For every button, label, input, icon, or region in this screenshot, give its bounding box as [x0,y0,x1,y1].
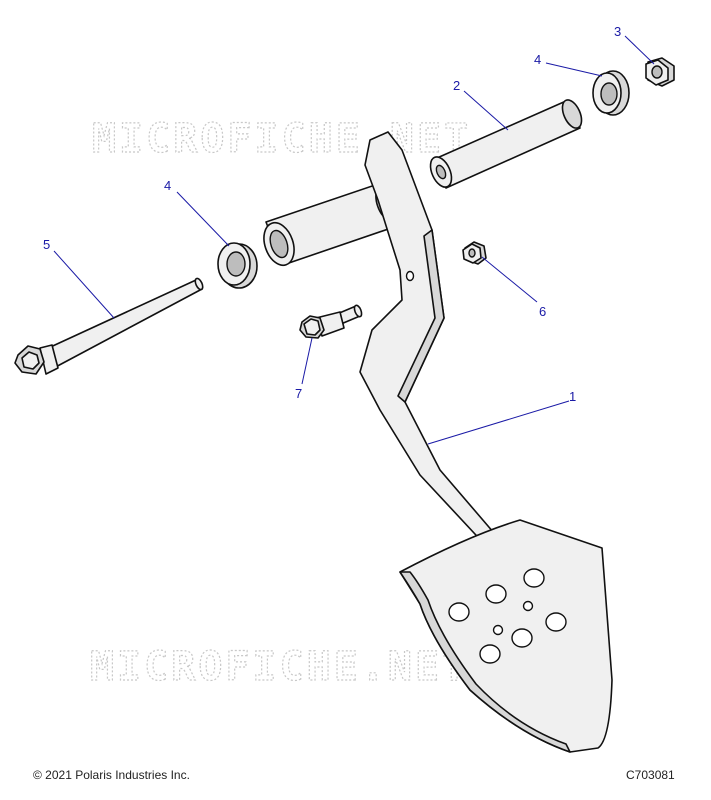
copyright-text: © 2021 Polaris Industries Inc. [33,768,190,782]
bolt-part-5 [14,277,204,375]
callout-5: 5 [43,237,50,252]
callout-1: 1 [569,389,576,404]
leader-3 [624,35,655,65]
leader-1 [427,400,570,445]
callout-2: 2 [453,78,460,93]
watermark-bottom: MICROFICHE.NET [90,644,469,690]
drawing-number: C703081 [626,768,675,782]
pedal-arm-part-1 [263,131,613,753]
nut-part-3 [645,57,675,87]
leader-7 [301,337,313,385]
leader-5 [53,250,115,319]
nut-part-6 [462,241,487,265]
watermark-top: MICROFICHE.NET [92,116,471,162]
leader-6 [481,256,538,303]
callout-4-right: 4 [534,52,541,67]
leader-2 [463,90,509,131]
leader-4-right [545,62,603,77]
shoulder-bolt-part-7 [299,304,363,339]
leader-4-left [176,191,230,247]
callout-7: 7 [295,386,302,401]
pivot-tube-part-2 [429,99,583,189]
bushing-part-4-right [592,70,630,116]
callout-3: 3 [614,24,621,39]
callout-6: 6 [539,304,546,319]
bushing-part-4-left [217,242,258,289]
callout-4-left: 4 [164,178,171,193]
